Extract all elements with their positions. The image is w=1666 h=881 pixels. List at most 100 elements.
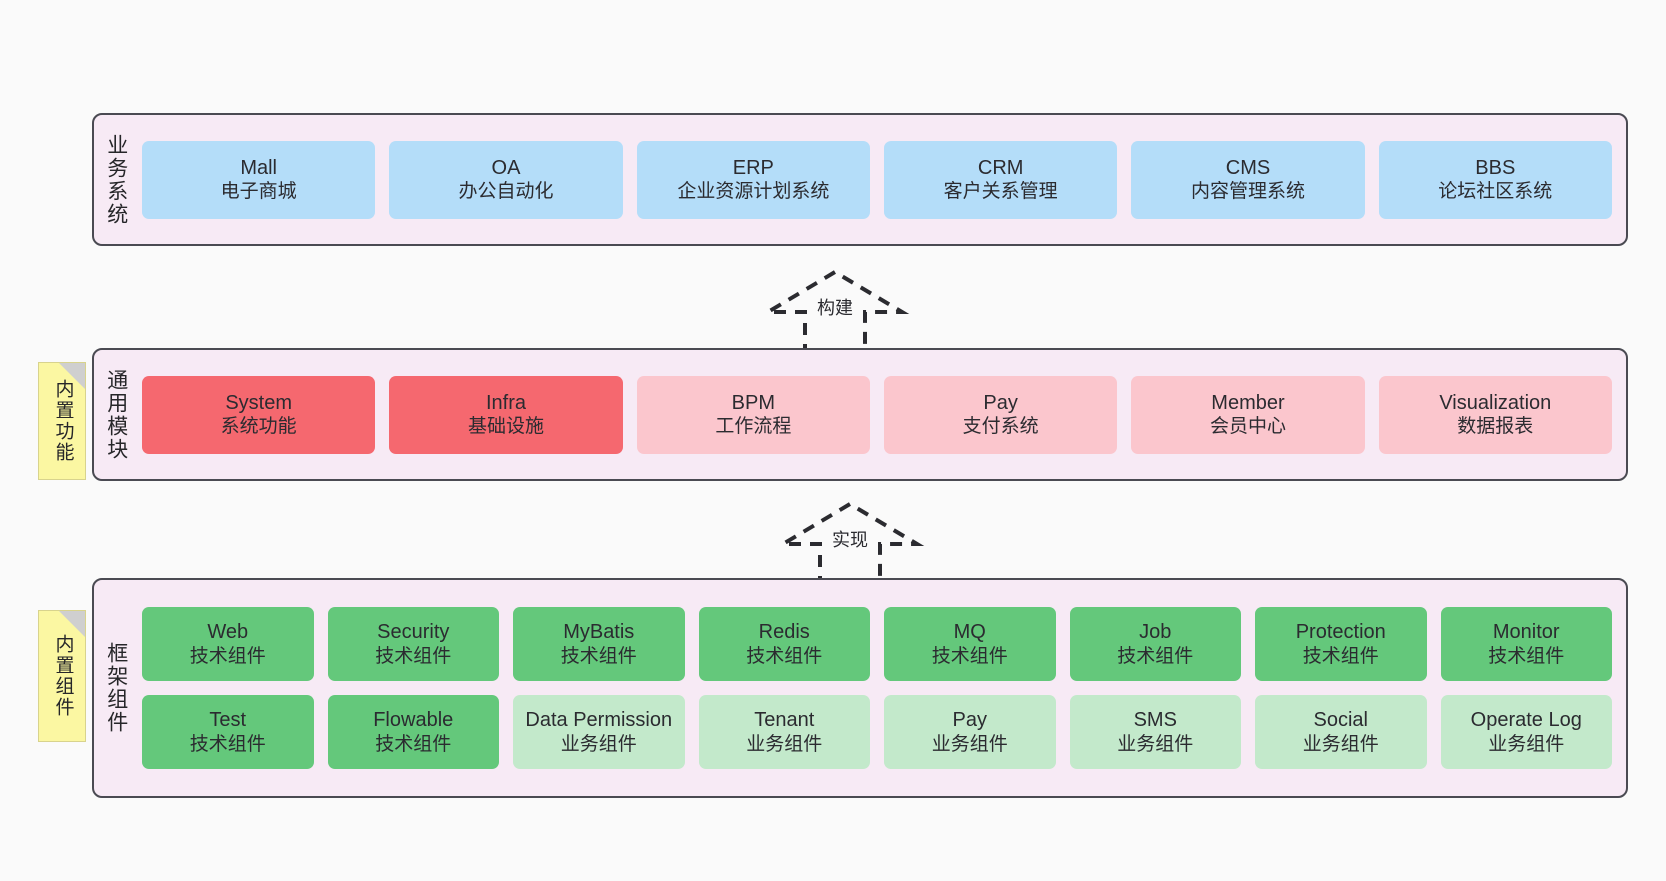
sticky-note-builtin-features-label: 内置功能 [52, 379, 74, 463]
card-redis[interactable]: Redis 技术组件 [698, 607, 870, 681]
card-system-name: System [225, 391, 292, 414]
connector-build: 构建 [760, 268, 910, 358]
card-erp-desc: 企业资源计划系统 [677, 181, 830, 203]
layer-body-business-systems: Mall 电子商城 OA 办公自动化 ERP 企业资源计划系统 CRM 客户关系… [138, 115, 1626, 244]
card-mall[interactable]: Mall 电子商城 [142, 140, 376, 219]
card-mybatis-name: MyBatis [563, 621, 635, 644]
card-operate-log-desc: 业务组件 [1488, 733, 1565, 755]
card-mq-desc: 技术组件 [931, 645, 1008, 667]
card-sms[interactable]: SMS 业务组件 [1069, 695, 1241, 769]
card-oa[interactable]: OA 办公自动化 [389, 140, 623, 219]
card-system[interactable]: System 系统功能 [142, 375, 376, 454]
framework-row-business: Test 技术组件 Flowable 技术组件 Data Permission … [142, 695, 1612, 769]
card-job-name: Job [1139, 621, 1172, 644]
card-test[interactable]: Test 技术组件 [142, 695, 314, 769]
layer-business-systems: 业务系统 Mall 电子商城 OA 办公自动化 ERP 企业资源计划系统 CRM… [92, 113, 1628, 246]
card-job-desc: 技术组件 [1117, 645, 1194, 667]
card-monitor[interactable]: Monitor 技术组件 [1440, 607, 1612, 681]
card-operate-log[interactable]: Operate Log 业务组件 [1440, 695, 1612, 769]
dashed-up-arrow-icon [760, 269, 910, 358]
card-bpm[interactable]: BPM 工作流程 [636, 375, 870, 454]
card-mq-name: MQ [953, 621, 986, 644]
layer-title-common-modules: 通用模块 [104, 368, 128, 461]
card-sms-name: SMS [1133, 709, 1177, 732]
card-crm[interactable]: CRM 客户关系管理 [883, 140, 1118, 219]
card-flowable-desc: 技术组件 [375, 733, 452, 755]
card-security-name: Security [377, 621, 450, 644]
sticky-note-builtin-components-label: 内置组件 [52, 634, 74, 718]
card-cms[interactable]: CMS 内容管理系统 [1131, 140, 1365, 219]
card-security[interactable]: Security 技术组件 [327, 607, 499, 681]
sticky-note-builtin-features: 内置功能 [38, 362, 86, 480]
layer-body-framework-components: Web 技术组件 Security 技术组件 MyBatis 技术组件 Redi… [138, 580, 1626, 796]
card-flowable-name: Flowable [373, 709, 454, 732]
card-oa-desc: 办公自动化 [458, 181, 554, 203]
sticky-fold-corner-icon [59, 611, 85, 637]
card-redis-name: Redis [758, 621, 810, 644]
layer-title-business-systems: 业务系统 [104, 133, 128, 226]
card-visualization-desc: 数据报表 [1457, 416, 1534, 438]
card-protection-desc: 技术组件 [1302, 645, 1379, 667]
card-infra-desc: 基础设施 [467, 416, 544, 438]
card-operate-log-name: Operate Log [1470, 709, 1582, 732]
layer-framework-components: 框架组件 Web 技术组件 Security 技术组件 MyBatis 技术组件… [92, 578, 1628, 798]
framework-row-tech: Web 技术组件 Security 技术组件 MyBatis 技术组件 Redi… [142, 607, 1612, 681]
card-visualization-name: Visualization [1439, 391, 1552, 414]
card-bbs-name: BBS [1475, 156, 1516, 179]
card-test-desc: 技术组件 [189, 733, 266, 755]
card-monitor-name: Monitor [1492, 621, 1560, 644]
card-data-permission-desc: 业务组件 [560, 733, 637, 755]
card-tenant-name: Tenant [754, 709, 815, 732]
card-erp[interactable]: ERP 企业资源计划系统 [636, 140, 870, 219]
card-pay-module[interactable]: Pay 支付系统 [883, 375, 1118, 454]
card-web-name: Web [207, 621, 249, 644]
card-social-desc: 业务组件 [1302, 733, 1379, 755]
card-protection[interactable]: Protection 技术组件 [1255, 607, 1427, 681]
card-bbs-desc: 论坛社区系统 [1438, 181, 1553, 203]
layer-body-common-modules: System 系统功能 Infra 基础设施 BPM 工作流程 Pay 支付系统… [138, 350, 1626, 479]
card-member[interactable]: Member 会员中心 [1131, 375, 1365, 454]
card-erp-name: ERP [732, 156, 774, 179]
card-visualization[interactable]: Visualization 数据报表 [1378, 375, 1612, 454]
card-redis-desc: 技术组件 [746, 645, 823, 667]
card-job[interactable]: Job 技术组件 [1069, 607, 1241, 681]
connector-build-label: 构建 [817, 298, 853, 318]
card-infra[interactable]: Infra 基础设施 [389, 375, 623, 454]
card-pay-component-desc: 业务组件 [931, 733, 1008, 755]
card-pay-component-name: Pay [952, 709, 987, 732]
dashed-up-arrow-icon [775, 501, 925, 590]
card-test-name: Test [209, 709, 247, 732]
card-web-desc: 技术组件 [189, 645, 266, 667]
card-data-permission[interactable]: Data Permission 业务组件 [513, 695, 685, 769]
card-tenant[interactable]: Tenant 业务组件 [698, 695, 870, 769]
card-sms-desc: 业务组件 [1117, 733, 1194, 755]
card-mall-name: Mall [240, 156, 277, 179]
sticky-note-builtin-components: 内置组件 [38, 610, 86, 742]
card-security-desc: 技术组件 [375, 645, 452, 667]
card-crm-name: CRM [977, 156, 1024, 179]
card-tenant-desc: 业务组件 [746, 733, 823, 755]
card-protection-name: Protection [1295, 621, 1386, 644]
card-mybatis-desc: 技术组件 [560, 645, 637, 667]
card-mall-desc: 电子商城 [220, 181, 297, 203]
card-cms-name: CMS [1225, 156, 1271, 179]
card-pay-module-desc: 支付系统 [962, 416, 1039, 438]
card-system-desc: 系统功能 [220, 416, 297, 438]
card-pay-component[interactable]: Pay 业务组件 [884, 695, 1056, 769]
card-mq[interactable]: MQ 技术组件 [884, 607, 1056, 681]
card-infra-name: Infra [485, 391, 526, 414]
card-member-desc: 会员中心 [1209, 416, 1286, 438]
card-data-permission-name: Data Permission [525, 709, 673, 732]
card-bbs[interactable]: BBS 论坛社区系统 [1378, 140, 1612, 219]
sticky-fold-corner-icon [59, 363, 85, 389]
card-mybatis[interactable]: MyBatis 技术组件 [513, 607, 685, 681]
card-cms-desc: 内容管理系统 [1190, 181, 1305, 203]
card-web[interactable]: Web 技术组件 [142, 607, 314, 681]
card-social-name: Social [1313, 709, 1368, 732]
card-social[interactable]: Social 业务组件 [1255, 695, 1427, 769]
card-bpm-name: BPM [731, 391, 775, 414]
card-flowable[interactable]: Flowable 技术组件 [327, 695, 499, 769]
connector-implement-label: 实现 [832, 530, 868, 550]
card-crm-desc: 客户关系管理 [943, 181, 1058, 203]
